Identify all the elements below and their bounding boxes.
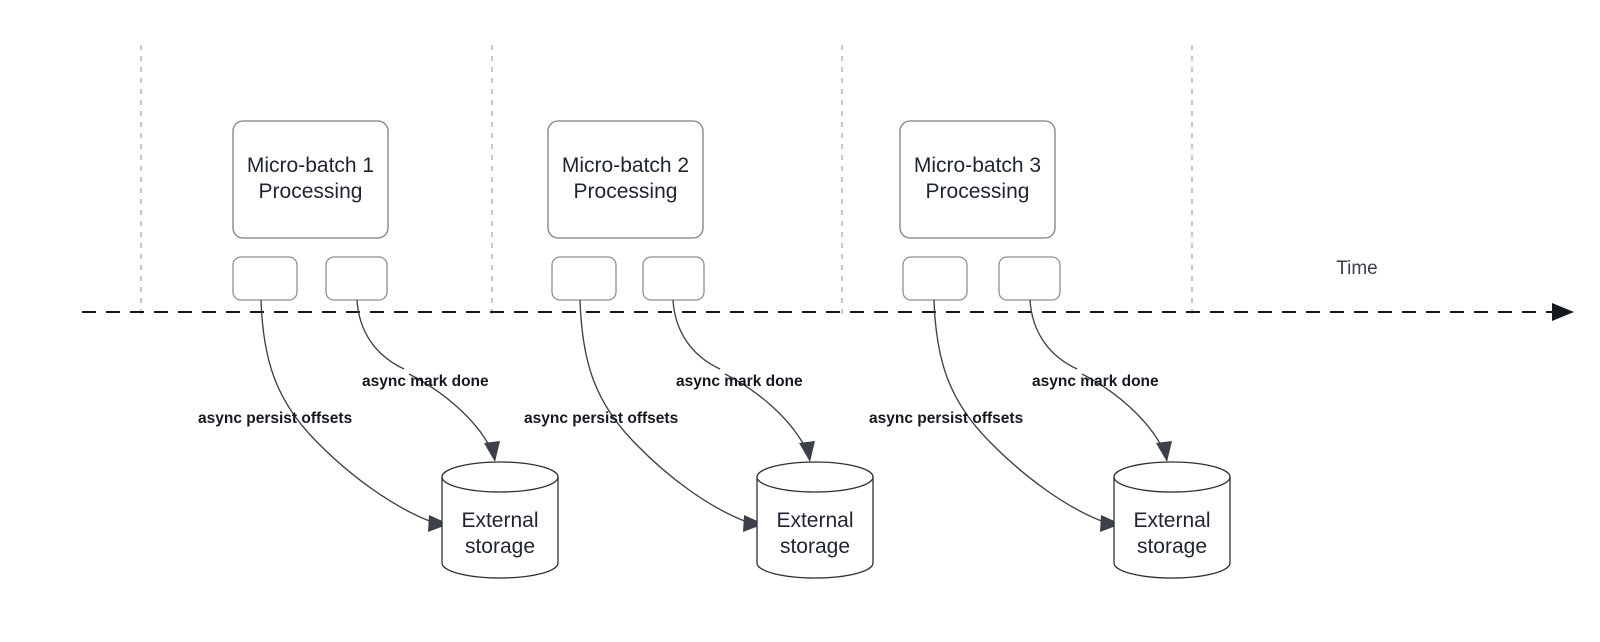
mark-done-label-3: async mark done [1032, 373, 1159, 390]
external-storage-2-label-line2: storage [780, 535, 850, 558]
persist-offsets-label-2: async persist offsets [524, 410, 678, 427]
time-axis-label: Time [1336, 258, 1378, 279]
micro-batch-2-label-line2: Processing [574, 180, 678, 203]
external-storage-1-label-line1: External [461, 509, 538, 532]
task-slot-1-right[interactable] [325, 256, 388, 301]
mark-done-arrowhead-1 [484, 441, 500, 462]
mark-done-label-1: async mark done [362, 373, 489, 390]
external-storage-3-label-line1: External [1133, 509, 1210, 532]
micro-batch-3-box[interactable] [899, 120, 1056, 239]
micro-batch-2-box[interactable] [547, 120, 704, 239]
external-storage-2-label-line1: External [776, 509, 853, 532]
external-storage-3-label-line2: storage [1137, 535, 1207, 558]
micro-batch-group-3: Micro-batch 3 Processing async persist o… [869, 120, 1231, 579]
persist-offsets-arrowhead-1 [428, 515, 449, 532]
persist-offsets-edge-1 [260, 299, 433, 523]
micro-batch-3-label-line1: Micro-batch 3 [914, 154, 1041, 177]
external-storage-1-body [441, 477, 559, 579]
task-slot-2-right[interactable] [642, 256, 705, 301]
external-storage-2-body [756, 477, 874, 579]
persist-offsets-edge-3 [933, 299, 1105, 523]
external-storage-1-label-line2: storage [465, 535, 535, 558]
micro-batch-group-1: Micro-batch 1 Processing async persist o… [198, 120, 559, 579]
persist-offsets-label-3: async persist offsets [869, 410, 1023, 427]
micro-batch-1-label-line1: Micro-batch 1 [247, 154, 374, 177]
micro-batch-1-box[interactable] [232, 120, 389, 239]
mark-done-edge-3a [1029, 299, 1078, 370]
task-slot-3-left[interactable] [902, 256, 968, 301]
task-slot-3-right[interactable] [998, 256, 1061, 301]
mark-done-arrowhead-2 [799, 441, 815, 462]
tick-line-group [140, 45, 1193, 316]
persist-offsets-arrowhead-3 [1100, 515, 1121, 532]
micro-batch-2-label-line1: Micro-batch 2 [562, 154, 689, 177]
persist-offsets-edge-2 [579, 299, 748, 523]
external-storage-3-body [1113, 477, 1231, 579]
mark-done-edge-2b [724, 373, 806, 448]
external-storage-3-top [1113, 461, 1231, 493]
mark-done-edge-1a [356, 299, 405, 370]
micro-batch-group-2: Micro-batch 2 Processing async persist o… [524, 120, 874, 579]
mark-done-edge-3b [1081, 373, 1163, 448]
external-storage-2[interactable]: External storage [756, 461, 874, 579]
external-storage-1-top [441, 461, 559, 493]
micro-batch-1-label-line2: Processing [259, 180, 363, 203]
time-axis: Time [82, 258, 1574, 321]
external-storage-3[interactable]: External storage [1113, 461, 1231, 579]
external-storage-2-top [756, 461, 874, 493]
mark-done-arrowhead-3 [1156, 441, 1172, 462]
micro-batch-3-label-line2: Processing [926, 180, 1030, 203]
external-storage-1[interactable]: External storage [441, 461, 559, 579]
task-slot-1-left[interactable] [232, 256, 298, 301]
time-axis-arrowhead [1552, 303, 1574, 321]
persist-offsets-label-1: async persist offsets [198, 410, 352, 427]
persist-offsets-arrowhead-2 [743, 515, 764, 532]
task-slot-2-left[interactable] [551, 256, 617, 301]
mark-done-label-2: async mark done [676, 373, 803, 390]
mark-done-edge-2a [672, 299, 721, 370]
mark-done-edge-1b [408, 373, 491, 448]
